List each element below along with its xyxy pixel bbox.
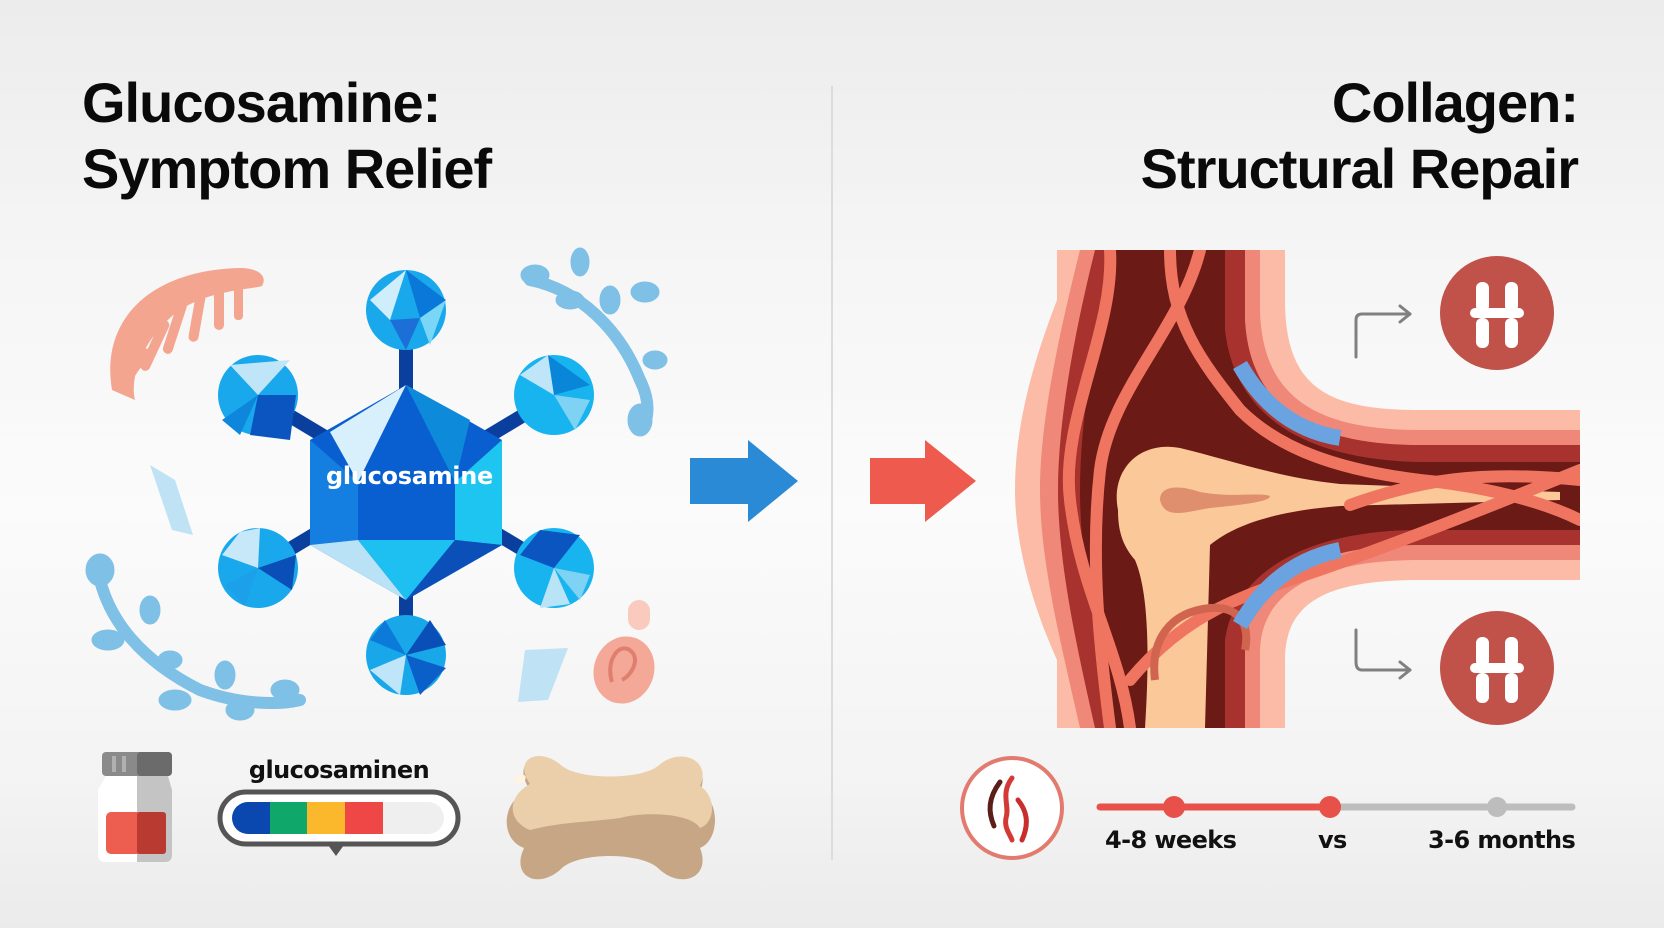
timeline-dot-middle — [1319, 796, 1341, 818]
atom-lower-right — [514, 528, 594, 608]
timeline-label-end: 3-6 months — [1428, 826, 1576, 854]
crystal-shard-icon — [518, 648, 568, 702]
connector-arrow-bottom — [1354, 628, 1412, 680]
timeline-label-middle: vs — [1318, 826, 1347, 854]
panel-divider — [831, 86, 833, 860]
joint-badge-icon-top — [1440, 256, 1554, 370]
bone-icon — [506, 755, 715, 880]
atom-top — [366, 270, 446, 350]
collagen-title-line2: Structural Repair — [1140, 137, 1579, 200]
atom-bottom — [366, 615, 446, 695]
blue-arrow-icon — [690, 440, 798, 522]
glucosamine-title-line1: Glucosamine: — [82, 71, 441, 134]
atom-upper-left — [218, 355, 298, 440]
branch-icon-bottom — [85, 553, 306, 721]
cartilage-seed-icon — [593, 600, 655, 704]
glucosamine-title-line2: Symptom Relief — [82, 137, 492, 200]
glucosamine-title: Glucosamine: Symptom Relief — [82, 70, 492, 202]
collagen-title: Collagen: Structural Repair — [1140, 70, 1579, 202]
timeline — [1096, 796, 1576, 818]
timeline-dot-end — [1487, 797, 1507, 817]
gauge-label: glucosaminen — [248, 756, 430, 784]
collagen-title-line1: Collagen: — [1331, 71, 1579, 134]
atom-upper-right — [514, 355, 594, 435]
pain-waves-icon — [960, 756, 1064, 860]
timeline-dot-start — [1163, 796, 1185, 818]
branch-icon-top — [520, 247, 668, 437]
connector-arrow-top — [1354, 304, 1412, 359]
mitochondria-icon — [110, 268, 264, 400]
atom-lower-left — [218, 528, 298, 608]
gauge-bar — [217, 789, 461, 856]
timeline-label-start: 4-8 weeks — [1105, 826, 1237, 854]
molecule-label: glucosamine — [326, 462, 493, 490]
supplement-bottle-icon — [98, 752, 172, 862]
glucosamine-molecule-icon — [218, 270, 594, 695]
crystal-shard-icon — [150, 465, 193, 535]
red-arrow-icon — [870, 440, 976, 522]
joint-badge-icon-bottom — [1440, 611, 1554, 725]
